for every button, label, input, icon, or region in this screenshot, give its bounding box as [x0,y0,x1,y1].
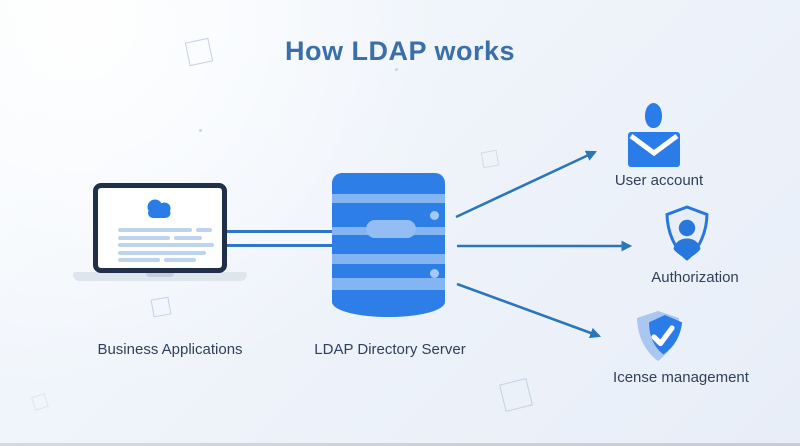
database-band [332,278,445,290]
database-band [332,194,445,203]
ldap-server-label: LDAP Directory Server [314,341,466,358]
user-head-icon [645,103,662,128]
decor-square [480,149,500,169]
arrow-to-user-account [455,150,597,219]
bottom-edge [0,443,800,446]
database-dot [430,211,439,220]
connector-line [227,244,332,247]
decor-square [499,378,533,412]
envelope-icon [628,132,680,167]
page-title: How LDAP works [284,36,516,66]
screen-text-lines [118,228,214,266]
decor-square [150,296,172,318]
authorization-label: Authorization [651,269,739,286]
laptop-icon [93,183,227,273]
shield-check-icon [637,311,683,361]
business-applications-label: Business Applications [97,341,243,358]
database-icon [332,173,445,317]
connector-fill [227,233,332,244]
decor-square [184,37,214,67]
user-account-label: User account [614,172,704,189]
user-envelope-icon [628,103,680,167]
connector-line [227,230,332,233]
decor-dot [395,68,398,71]
license-management-label: Icense management [613,369,749,386]
database-band [332,254,445,264]
database-dot [430,269,439,278]
shield-user-icon [665,205,709,261]
arrow-to-license [456,282,602,339]
decor-square [31,393,49,411]
laptop-notch [146,273,174,277]
cloud-icon [147,199,171,218]
database-pill [366,220,416,238]
decor-dot [199,129,202,132]
